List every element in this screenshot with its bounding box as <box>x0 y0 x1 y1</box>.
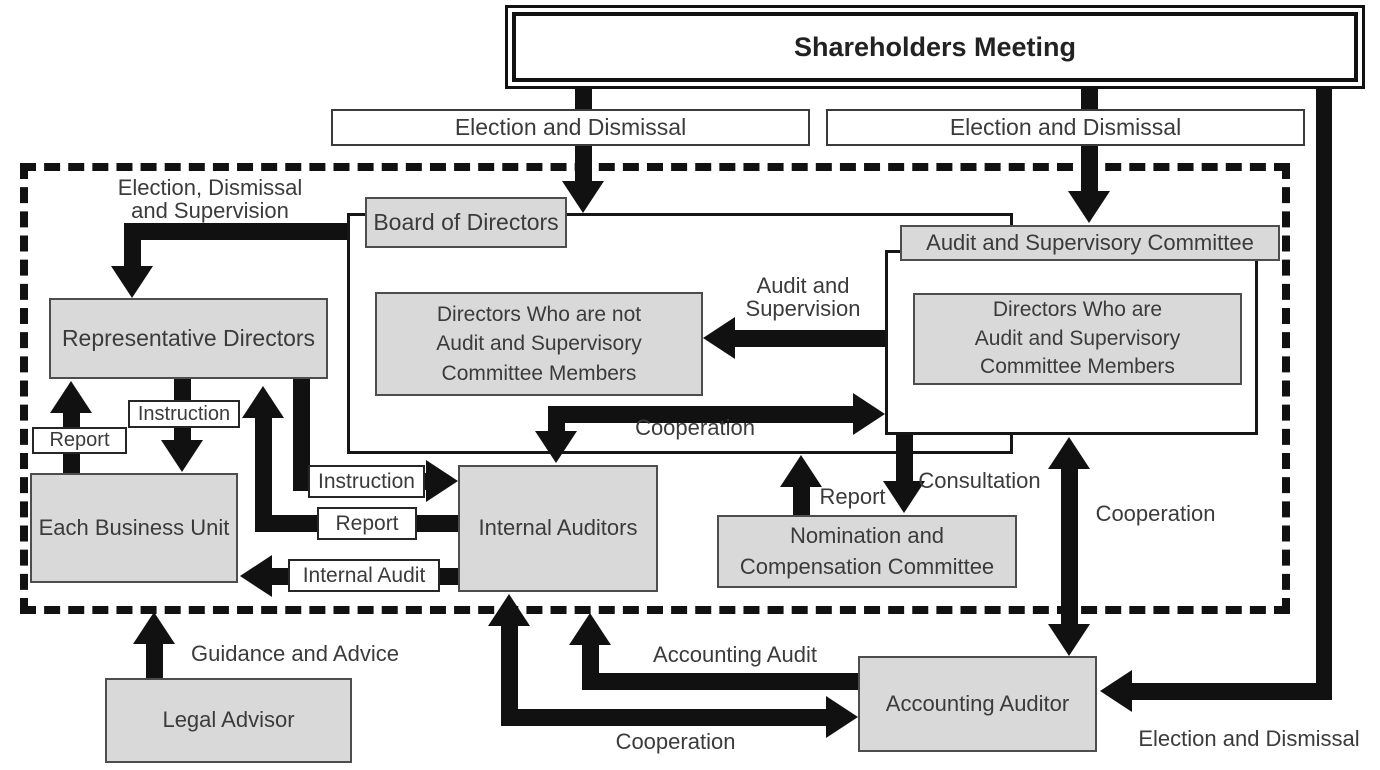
arrowhead-sm-to-board <box>562 181 604 213</box>
report-internal-text: Report <box>335 511 399 535</box>
arrowhead-cooperation-right-up <box>1048 437 1090 469</box>
arrowhead-report-nomination <box>780 455 822 487</box>
accounting-auditor-box: Accounting Auditor <box>858 656 1097 752</box>
arrowhead-eds <box>111 266 153 298</box>
arrowhead-accounting-audit <box>569 613 611 645</box>
arrow-election-dismissal-bottom-h <box>1132 683 1332 700</box>
report-label-left: Report <box>32 427 127 454</box>
arrow-cooperation-mid-h <box>548 406 855 423</box>
audit-and-supervision-text: Audit and Supervision <box>745 273 861 322</box>
arrow-eds-h <box>133 223 347 240</box>
arrowhead-cooperation-right-down <box>1048 624 1090 656</box>
report-nomination-text: Report <box>819 484 886 509</box>
arrow-cooperation-bottom-h <box>501 709 828 726</box>
arrow-consultation-v <box>896 435 913 483</box>
representative-directors-label: Representative Directors <box>61 325 316 352</box>
election-dismissal-label-right: Election and Dismissal <box>826 109 1305 146</box>
company-dashed-boundary <box>20 163 1290 614</box>
nomination-compensation-committee-box: Nomination and Compensation Committee <box>717 515 1017 588</box>
directors-committee-members-label: Directors Who are Audit and Supervisory … <box>974 298 1181 379</box>
nomination-compensation-committee-label: Nomination and Compensation Committee <box>739 522 995 579</box>
arrow-accounting-audit-h <box>582 673 858 690</box>
election-dismissal-supervision-text: Election, Dismissal and Supervision <box>117 175 303 224</box>
directors-committee-members-box: Directors Who are Audit and Supervisory … <box>913 293 1242 385</box>
report-left-text: Report <box>49 429 110 451</box>
arrowhead-audit-supervision <box>703 317 735 359</box>
arrow-cooperation-mid-v <box>548 406 565 433</box>
arrow-cooperation-bottom-v <box>501 624 518 726</box>
election-dismissal-right-text: Election and Dismissal <box>949 114 1182 140</box>
arrow-report-internal-v <box>255 418 272 532</box>
arrowhead-cooperation-bottom-up <box>488 594 530 626</box>
guidance-and-advice-text: Guidance and Advice <box>191 641 399 666</box>
arrowhead-election-dismissal-bottom <box>1100 670 1132 712</box>
arrow-audit-supervision-h <box>733 330 885 347</box>
each-business-unit-label: Each Business Unit <box>38 514 230 540</box>
instruction-label-internal: Instruction <box>308 465 425 498</box>
arrowhead-instruction-left <box>161 440 203 472</box>
legal-advisor-label: Legal Advisor <box>162 707 295 733</box>
election-dismissal-bottom-text: Election and Dismissal <box>1138 726 1360 751</box>
instruction-label-left: Instruction <box>128 400 240 428</box>
directors-not-committee-members-box: Directors Who are not Audit and Supervis… <box>375 292 703 396</box>
arrow-report-nomination-v <box>793 485 810 515</box>
directors-not-committee-members-label: Directors Who are not Audit and Supervis… <box>436 302 642 385</box>
arrowhead-guidance <box>133 612 175 644</box>
internal-auditors-label: Internal Auditors <box>478 515 638 541</box>
shareholders-meeting-box: Shareholders Meeting <box>512 12 1358 82</box>
board-of-directors-box: Board of Directors <box>365 197 567 248</box>
arrow-guidance-v <box>146 642 163 679</box>
internal-audit-text: Internal Audit <box>302 563 426 587</box>
arrowhead-cooperation-mid-right <box>853 393 885 435</box>
election-dismissal-label-left: Election and Dismissal <box>331 109 810 146</box>
instruction-internal-text: Instruction <box>318 469 415 493</box>
audit-supervisory-committee-box: Audit and Supervisory Committee <box>900 225 1280 261</box>
arrowhead-consultation <box>883 481 925 513</box>
each-business-unit-box: Each Business Unit <box>30 473 238 583</box>
arrow-sm-right-line-v <box>1316 88 1332 700</box>
arrowhead-cooperation-bottom-right <box>826 696 858 738</box>
internal-audit-label: Internal Audit <box>288 559 440 592</box>
cooperation-right-text: Cooperation <box>1095 501 1216 526</box>
arrowhead-report-internal <box>242 386 284 418</box>
cooperation-mid-text: Cooperation <box>635 415 755 440</box>
representative-directors-box: Representative Directors <box>49 298 328 379</box>
election-dismissal-left-text: Election and Dismissal <box>454 114 687 140</box>
accounting-auditor-label: Accounting Auditor <box>885 690 1070 716</box>
board-of-directors-label: Board of Directors <box>373 209 559 236</box>
arrow-instruction-internal-v <box>293 379 310 491</box>
accounting-audit-text: Accounting Audit <box>653 642 817 667</box>
arrow-eds-v <box>124 223 141 268</box>
legal-advisor-box: Legal Advisor <box>105 678 352 763</box>
cooperation-bottom-text: Cooperation <box>615 729 736 754</box>
report-label-internal: Report <box>317 507 417 540</box>
arrowhead-cooperation-mid-down <box>535 431 577 463</box>
consultation-text: Consultation <box>918 468 1041 493</box>
arrowhead-instruction-internal <box>426 460 458 502</box>
arrowhead-sm-to-committee <box>1068 191 1110 223</box>
internal-auditors-box: Internal Auditors <box>458 465 658 592</box>
audit-supervisory-committee-label: Audit and Supervisory Committee <box>926 229 1254 255</box>
arrowhead-internal-audit <box>240 555 272 597</box>
instruction-left-text: Instruction <box>137 402 231 425</box>
shareholders-meeting-label: Shareholders Meeting <box>793 31 1077 62</box>
arrow-cooperation-right-v <box>1061 467 1078 626</box>
arrowhead-report-left <box>50 381 92 413</box>
